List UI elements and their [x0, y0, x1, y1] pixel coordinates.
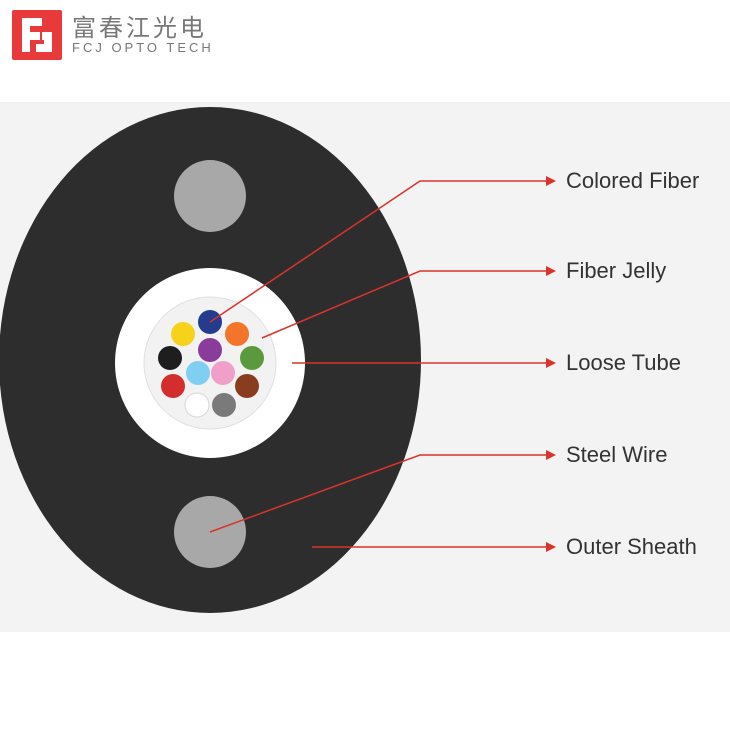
fiber-light-blue [186, 361, 210, 385]
fiber-yellow [171, 322, 195, 346]
steel-wire-top [174, 160, 246, 232]
fiber-pink [211, 361, 235, 385]
label-loose-tube: Loose Tube [566, 350, 681, 375]
brand-name-cn: 富春江光电 [72, 14, 207, 42]
fiber-red [161, 374, 185, 398]
arrow-steel-wire [546, 450, 556, 460]
label-fiber-jelly: Fiber Jelly [566, 258, 667, 283]
fiber-black [158, 346, 182, 370]
arrow-outer-sheath [546, 542, 556, 552]
brand-name-en: FCJ OPTO TECH [72, 40, 214, 55]
arrow-loose-tube [546, 358, 556, 368]
fiber-brown [235, 374, 259, 398]
arrow-fiber-jelly [546, 266, 556, 276]
fcj-logo-icon [12, 10, 62, 60]
arrow-colored-fiber [546, 176, 556, 186]
fiber-white [184, 392, 210, 418]
fiber-gray [212, 393, 236, 417]
header: 富春江光电 FCJ OPTO TECH [0, 0, 730, 100]
label-outer-sheath: Outer Sheath [566, 534, 697, 559]
fiber-purple [198, 338, 222, 362]
leader-line-colored-fiber [209, 180, 548, 323]
leader-line-fiber-jelly [261, 270, 548, 339]
label-steel-wire: Steel Wire [566, 442, 668, 467]
label-colored-fiber: Colored Fiber [566, 168, 700, 193]
leader-line-steel-wire [209, 454, 548, 533]
fiber-orange [225, 322, 249, 346]
fiber-green [240, 346, 264, 370]
